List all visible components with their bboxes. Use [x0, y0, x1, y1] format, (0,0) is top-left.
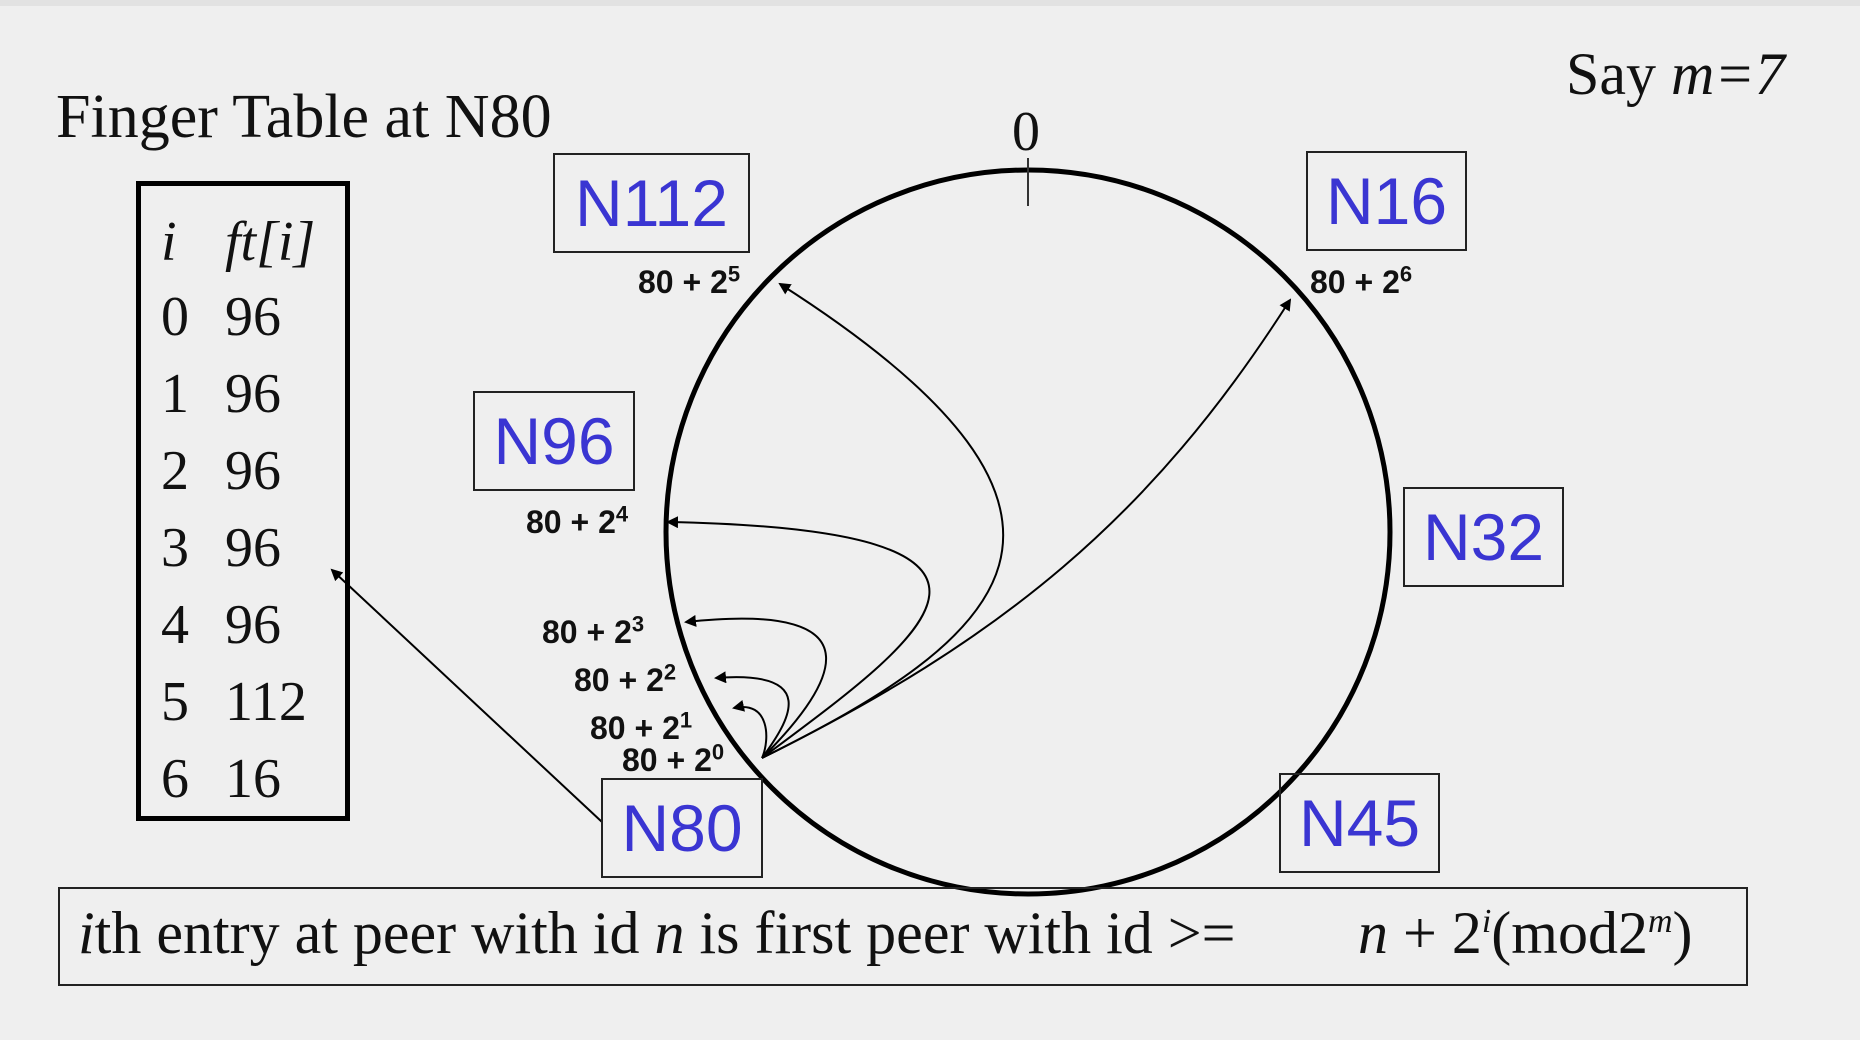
- finger-label-1: 80 + 21: [590, 707, 693, 747]
- node-n96: N96: [473, 391, 635, 491]
- node-n16: N16: [1306, 151, 1467, 251]
- finger-arrow-4: [666, 516, 931, 759]
- n80-to-table-arrow: [330, 568, 603, 823]
- say-m-variable: m: [1671, 41, 1715, 107]
- node-n112: N112: [553, 153, 750, 253]
- node-n32: N32: [1403, 487, 1564, 587]
- finger-arrow-6: [761, 298, 1292, 759]
- node-n45: N45: [1279, 773, 1440, 873]
- header-i: i: [161, 211, 177, 273]
- rule-part2: is first peer with id >=: [684, 900, 1236, 966]
- finger-label-5: 80 + 25: [638, 261, 741, 301]
- math-exponent-i: i: [1481, 903, 1492, 940]
- finger-label-base: 80 + 2: [622, 742, 712, 778]
- table-row: 4 96: [161, 593, 281, 657]
- row-index: 2: [161, 440, 189, 502]
- node-n80: N80: [601, 778, 763, 878]
- finger-table-header: i ft[i]: [161, 210, 315, 274]
- finger-rule-math: n + 2i(mod2m): [1358, 899, 1693, 968]
- finger-label-exponent: 5: [727, 261, 741, 287]
- row-index: 3: [161, 517, 189, 579]
- row-finger: 16: [225, 748, 281, 810]
- finger-label-exponent: 3: [631, 611, 645, 637]
- row-finger: 96: [225, 594, 281, 656]
- rule-part1: th entry at peer with id: [94, 900, 655, 966]
- row-index: 1: [161, 363, 189, 425]
- row-index: 0: [161, 286, 189, 348]
- table-row: 2 96: [161, 439, 281, 503]
- rule-n: n: [654, 900, 685, 966]
- math-exponent-m: m: [1647, 903, 1673, 940]
- table-row: 5 112: [161, 670, 307, 734]
- say-m-label: Say m=7: [1566, 40, 1785, 109]
- table-row: 1 96: [161, 362, 281, 426]
- ring-zero-label: 0: [1012, 101, 1040, 163]
- finger-table-title: Finger Table at N80: [56, 83, 552, 151]
- finger-rule-text: ith entry at peer with id n is first pee…: [78, 899, 1235, 968]
- finger-label-2: 80 + 22: [574, 659, 677, 699]
- finger-arrow-3: [684, 614, 828, 759]
- rule-i: i: [78, 900, 95, 966]
- finger-label-base: 80 + 2: [526, 504, 616, 540]
- finger-arrow-1: [732, 699, 768, 759]
- finger-label-exponent: 6: [1399, 261, 1413, 287]
- row-index: 6: [161, 748, 189, 810]
- table-row: 3 96: [161, 516, 281, 580]
- say-m-prefix: Say: [1566, 41, 1671, 107]
- finger-label-exponent: 0: [711, 739, 725, 765]
- finger-label-0: 80 + 20: [622, 739, 725, 779]
- row-index: 5: [161, 671, 189, 733]
- finger-label-base: 80 + 2: [638, 264, 728, 300]
- finger-rule-box: ith entry at peer with id n is first pee…: [58, 887, 1748, 986]
- math-mod: (mod2: [1491, 900, 1648, 966]
- finger-label-base: 80 + 2: [542, 614, 632, 650]
- finger-label-exponent: 1: [679, 707, 693, 733]
- finger-label-base: 80 + 2: [590, 710, 680, 746]
- bottom-edge-bar: [0, 1040, 1860, 1048]
- row-finger: 96: [225, 363, 281, 425]
- row-finger: 96: [225, 286, 281, 348]
- finger-table: i ft[i] 0 96 1 96 2 96 3 96 4 96 5 112 6 16: [136, 181, 350, 821]
- header-ft: ft[i]: [225, 211, 316, 273]
- math-n: n: [1358, 900, 1388, 966]
- say-m-value: =7: [1714, 41, 1785, 107]
- math-close: ): [1672, 900, 1693, 966]
- row-finger: 112: [225, 671, 307, 733]
- finger-label-exponent: 2: [663, 659, 677, 685]
- row-finger: 96: [225, 440, 281, 502]
- finger-label-exponent: 4: [615, 501, 629, 527]
- finger-label-base: 80 + 2: [1310, 264, 1400, 300]
- finger-arrow-5: [761, 282, 1005, 759]
- top-edge-bar: [0, 0, 1860, 6]
- table-row: 0 96: [161, 285, 281, 349]
- math-plus-two: + 2: [1388, 900, 1482, 966]
- finger-label-3: 80 + 23: [542, 611, 645, 651]
- finger-arrow-2: [714, 671, 790, 759]
- finger-label-4: 80 + 24: [526, 501, 629, 541]
- finger-label-6: 80 + 26: [1310, 261, 1413, 301]
- row-finger: 96: [225, 517, 281, 579]
- table-row: 6 16: [161, 747, 281, 811]
- finger-label-base: 80 + 2: [574, 662, 664, 698]
- row-index: 4: [161, 594, 189, 656]
